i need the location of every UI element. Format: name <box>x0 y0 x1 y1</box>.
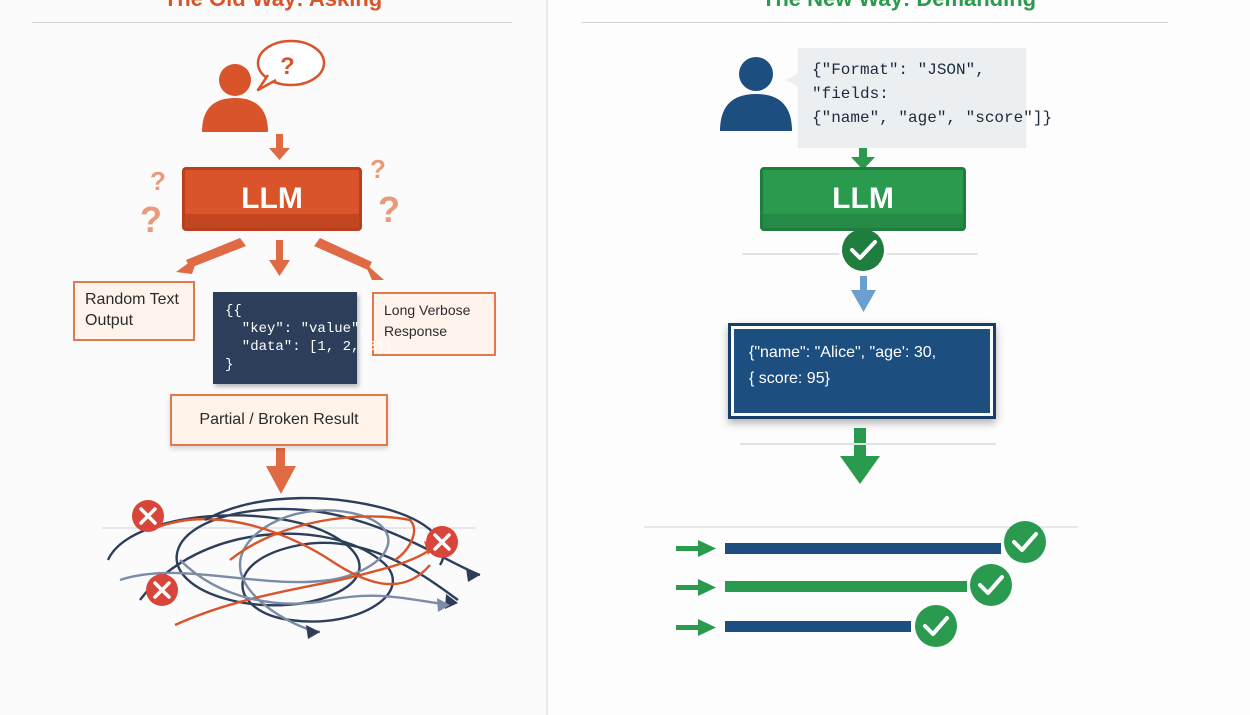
question-mark-icon: ? <box>150 166 166 196</box>
format-prompt-bubble: {"Format": "JSON", "fields: {"name", "ag… <box>798 48 1052 148</box>
question-marks: ? ? ? ? ? <box>140 53 400 240</box>
old-way-heading: The Old Way: Asking <box>0 0 546 12</box>
tangled-paths-icon <box>106 496 481 634</box>
old-llm-box: LLM <box>182 167 362 231</box>
partial-broken-result-box: Partial / Broken Result <box>170 394 388 446</box>
random-text-output-note: Random Text Output <box>73 281 195 341</box>
new-llm-box: LLM <box>760 167 966 231</box>
prompt-bubble-tail <box>786 72 800 88</box>
panel-divider <box>546 0 548 715</box>
output-row <box>676 564 1012 606</box>
question-mark-icon: ? <box>370 154 386 184</box>
checkmark-icon <box>839 226 887 274</box>
question-mark-icon: ? <box>280 53 295 80</box>
partial-broken-result-label: Partial / Broken Result <box>199 411 359 428</box>
error-marker <box>146 574 178 606</box>
user-icon <box>202 64 268 132</box>
error-marker <box>132 500 164 532</box>
question-bubble-icon <box>256 39 326 92</box>
question-mark-icon: ? <box>378 189 400 230</box>
user-icon <box>720 57 792 131</box>
flow-arrows <box>840 147 880 484</box>
old-way-heading-rule <box>32 22 512 23</box>
new-way-heading: The New Way: Demanding <box>548 0 1250 12</box>
output-row <box>676 605 957 647</box>
flow-arrows <box>176 134 384 494</box>
question-mark-icon: ? <box>140 199 162 240</box>
output-row <box>676 521 1046 563</box>
long-verbose-response-note: Long Verbose Response <box>372 292 496 356</box>
json-output-box: {"name": "Alice", "age': 30, { score: 95… <box>728 323 996 419</box>
error-marker <box>426 526 458 558</box>
new-way-heading-rule <box>582 22 1168 23</box>
